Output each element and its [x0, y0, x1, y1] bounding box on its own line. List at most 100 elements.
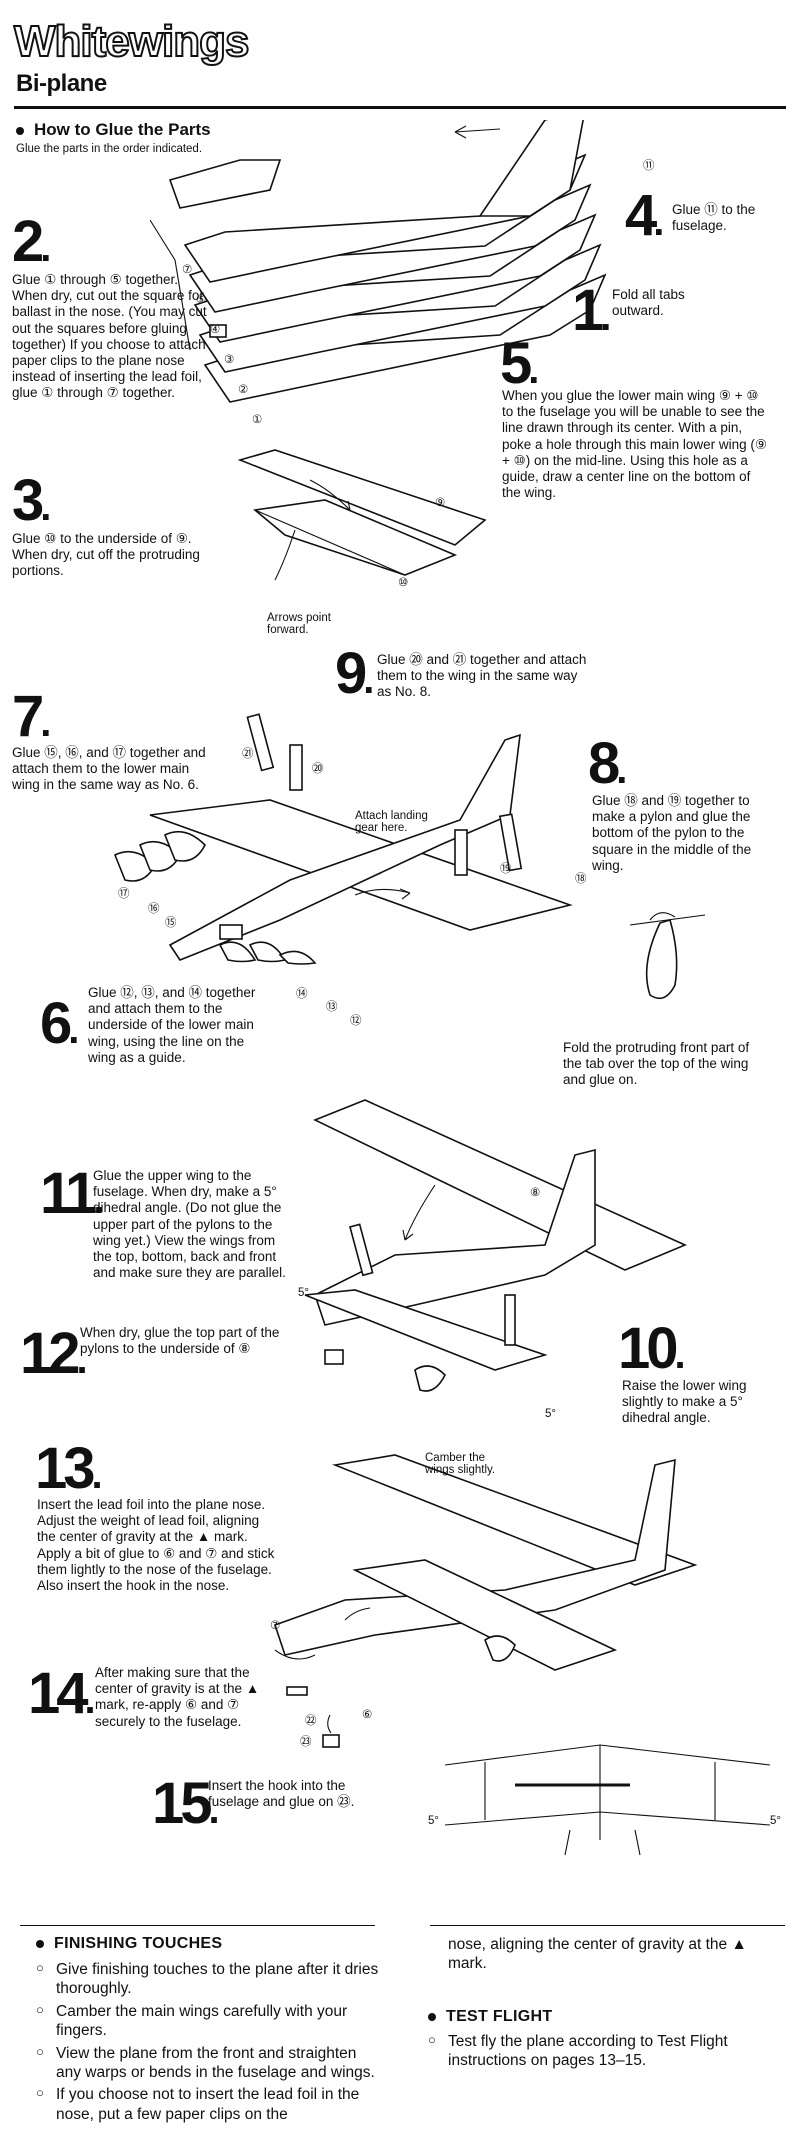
label-part-10: ⑩ — [398, 577, 409, 589]
step-2-number: 2. — [12, 209, 51, 274]
label-part-15: ⑮ — [165, 917, 177, 929]
label-part-14: ⑭ — [296, 988, 308, 1000]
landing-gear-illustration — [113, 713, 573, 965]
pylon-right — [504, 1294, 516, 1346]
landing-gear-lower — [414, 1365, 446, 1392]
footer-rule-left — [20, 1925, 375, 1926]
finishing-title: FINISHING TOUCHES — [36, 1935, 222, 1953]
label-part-13: ⑬ — [326, 1001, 338, 1013]
front-gear — [564, 1829, 641, 1856]
front-lower-wing — [444, 1744, 771, 1766]
label-part-12: ⑫ — [350, 1015, 362, 1027]
arrow-upper-wing — [402, 1184, 436, 1241]
howto-subtitle: Glue the parts in the order indicated. — [16, 143, 203, 155]
label-part-17: ⑰ — [118, 888, 130, 900]
biplane-lower-wing — [304, 1289, 548, 1371]
label-part-8: ⑧ — [530, 1187, 541, 1199]
landing-gear-parts — [113, 830, 317, 965]
finishing-item-1: Give finishing touches to the plane afte… — [36, 1960, 381, 1999]
label-part-18: ⑱ — [575, 873, 587, 885]
front-upper-wing — [444, 1811, 771, 1826]
fuselage-body — [168, 733, 521, 961]
step-10-number: 10. — [618, 1316, 686, 1381]
step-9-text: Glue ⑳ and ㉑ together and attach them to… — [377, 652, 587, 700]
gear-13 — [248, 941, 287, 963]
step-5-text: When you glue the lower main wing ⑨ + ⑩ … — [502, 388, 767, 501]
top-rule — [14, 106, 786, 109]
step-5-number: 5. — [500, 331, 539, 396]
step-10-text: Raise the lower wing slightly to make a … — [622, 1378, 747, 1426]
label-part-7: ⑦ — [182, 264, 193, 276]
finishing-item-4: If you choose not to insert the lead foi… — [36, 2085, 381, 2124]
landing-annotation: Attach landing gear here. — [355, 810, 428, 834]
bullet-icon — [428, 2012, 436, 2021]
step-13-text: Insert the lead foil into the plane nose… — [37, 1497, 275, 1593]
step-11-text: Glue the upper wing to the fuselage. Whe… — [93, 1168, 286, 1281]
label-part-2: ② — [238, 384, 249, 396]
step-8-number: 8. — [588, 731, 627, 796]
step-3-text: Glue ⑩ to the underside of ⑨. When dry, … — [12, 531, 200, 579]
assembly-line — [150, 219, 191, 351]
fold-tab-curve — [649, 912, 676, 921]
step-15-number: 15. — [152, 1771, 220, 1836]
finishing-item-3: View the plane from the front and straig… — [36, 2044, 381, 2083]
hook-parts-illustration — [286, 1686, 340, 1748]
ballast-square — [209, 324, 227, 338]
front-view-diagram — [444, 1744, 771, 1856]
step-7-text: Glue ⑮, ⑯, and ⑰ together and attach the… — [12, 745, 206, 793]
arrows-annotation: Arrows point forward. — [267, 612, 331, 636]
bullet-icon — [36, 1939, 44, 1948]
arrow-to-wing — [309, 479, 351, 511]
step-3-number: 3. — [12, 468, 51, 533]
fuselage-layer-4 — [188, 183, 592, 313]
nose-square — [219, 924, 243, 940]
label-part-11: ⑪ — [643, 160, 655, 172]
dihedral-angle-upper: 5° — [298, 1287, 309, 1299]
front-angle-left: 5° — [428, 1815, 439, 1827]
final-upper-wing — [332, 1454, 698, 1586]
brand-logo: Whitewings — [13, 17, 250, 66]
hook-wire — [327, 1714, 332, 1734]
upper-wing-8 — [313, 1099, 688, 1271]
step-8-text: Glue ⑱ and ⑲ together to make a pylon an… — [592, 793, 752, 873]
dihedral-angle-lower: 5° — [545, 1408, 556, 1420]
test-flight-item-1: Test fly the plane according to Test Fli… — [428, 2032, 773, 2071]
step-15-text: Insert the hook into the fuselage and gl… — [208, 1778, 355, 1810]
gear-15 — [163, 830, 206, 862]
gear-14 — [218, 941, 257, 963]
step-2-text: Glue ① through ⑤ together. When dry, cut… — [12, 272, 207, 401]
fuselage-tail-fin — [478, 120, 584, 217]
fuselage-exploded-illustration — [150, 120, 607, 403]
hook-piece — [322, 1734, 340, 1748]
step-4-number: 4. — [625, 183, 664, 248]
pylon-shape — [645, 919, 678, 1000]
test-flight-title: TEST FLIGHT — [428, 2008, 552, 2026]
biplane-nose-square — [324, 1349, 344, 1365]
label-part-6: ⑥ — [362, 1709, 373, 1721]
step-13-number: 13. — [35, 1436, 103, 1501]
gear-12 — [278, 950, 317, 965]
step-7-number: 7. — [12, 684, 51, 749]
label-part-1: ① — [252, 414, 263, 426]
step-6-number: 6. — [40, 991, 79, 1056]
step-12-text: When dry, glue the top part of the pylon… — [80, 1325, 280, 1357]
arrow-part-11 — [454, 125, 501, 139]
step-4-text: Glue ⑪ to the fuselage. — [672, 202, 756, 234]
pylon-left — [349, 1223, 374, 1277]
arrow-forward — [274, 529, 296, 581]
step-9-number: 9. — [335, 641, 374, 706]
final-lower-wing — [352, 1559, 618, 1671]
label-part-7b: ⑦ — [270, 1620, 281, 1632]
pylon-18 — [498, 813, 523, 872]
label-part-3: ③ — [224, 354, 235, 366]
fuselage-layer-6 — [168, 159, 282, 209]
step-1-number: 1. — [572, 278, 611, 343]
page-subtitle: Bi-plane — [16, 70, 107, 97]
wing-center-line — [254, 509, 406, 576]
label-part-19: ⑲ — [500, 863, 512, 875]
howto-title: How to Glue the Parts — [16, 120, 211, 140]
fuselage-layer-2 — [198, 243, 602, 373]
step-1-text: Fold all tabs outward. — [612, 287, 685, 319]
pylon-20 — [246, 713, 275, 772]
pylon-detail-illustration — [629, 912, 706, 1000]
